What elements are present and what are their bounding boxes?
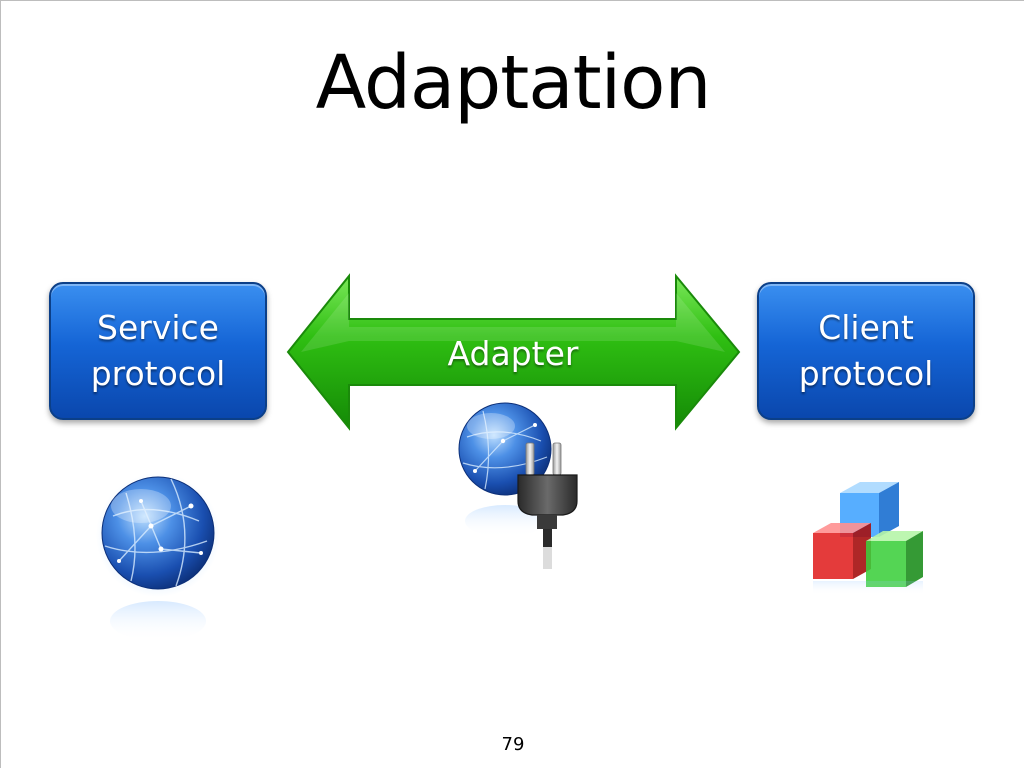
slide-title: Adaptation: [315, 40, 712, 126]
adapter-label: Adapter: [448, 334, 579, 373]
page-number: 79: [501, 734, 525, 755]
client-box-line2: protocol: [798, 354, 934, 393]
cubes-icon: [813, 482, 923, 595]
service-protocol-box: Service protocol: [49, 282, 267, 420]
service-box-line1: Service: [97, 308, 219, 347]
client-protocol-box: Client protocol: [757, 282, 975, 420]
service-box-line2: protocol: [90, 354, 226, 393]
client-box-line1: Client: [818, 308, 914, 347]
adapter-arrow: Adapter: [286, 273, 741, 431]
globe-plug-icon: [458, 402, 578, 569]
globe-icon: [96, 473, 220, 641]
